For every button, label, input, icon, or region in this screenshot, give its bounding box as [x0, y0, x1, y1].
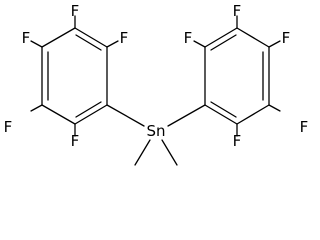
- bond: [74, 27, 108, 48]
- bond: [268, 40, 281, 48]
- double-bond: [75, 34, 102, 51]
- fluorine-label: F: [120, 29, 129, 47]
- tin-label: Sn: [146, 122, 165, 140]
- bond: [41, 104, 76, 125]
- bond: [236, 104, 270, 125]
- bond: [74, 104, 108, 125]
- fluorine-label: F: [233, 132, 242, 150]
- bond: [30, 104, 43, 112]
- methyl-bond: [134, 139, 151, 166]
- bond: [193, 40, 206, 48]
- bond: [106, 40, 119, 48]
- left-cf-bonds: [30, 15, 119, 137]
- bond: [204, 104, 238, 125]
- double-bond: [75, 101, 102, 118]
- tin-bonds: [106, 104, 206, 166]
- fluorine-label: F: [282, 29, 291, 47]
- left-ring: [41, 27, 108, 125]
- fluorine-label: F: [71, 2, 80, 20]
- fluorine-label: F: [4, 118, 13, 136]
- fluorine-label: F: [184, 29, 193, 47]
- bond: [236, 27, 270, 48]
- double-bond: [210, 34, 237, 51]
- bond: [30, 40, 43, 48]
- double-bond: [210, 101, 237, 118]
- methyl-bond: [161, 139, 178, 166]
- atom-labels: F F F F F F F F F F Sn: [4, 2, 309, 150]
- right-ring: [204, 27, 270, 125]
- sn-aryl-bond: [167, 104, 206, 127]
- fluorine-label: F: [300, 118, 309, 136]
- bond: [268, 104, 281, 112]
- fluorine-label: F: [22, 29, 31, 47]
- fluorine-label: F: [71, 132, 80, 150]
- bond: [204, 27, 238, 48]
- fluorine-label: F: [233, 2, 242, 20]
- right-cf-bonds: [193, 15, 281, 137]
- bond: [41, 27, 76, 48]
- sn-aryl-bond: [106, 104, 145, 127]
- chemical-structure-diagram: F F F F F F F F F F Sn: [4, 2, 309, 166]
